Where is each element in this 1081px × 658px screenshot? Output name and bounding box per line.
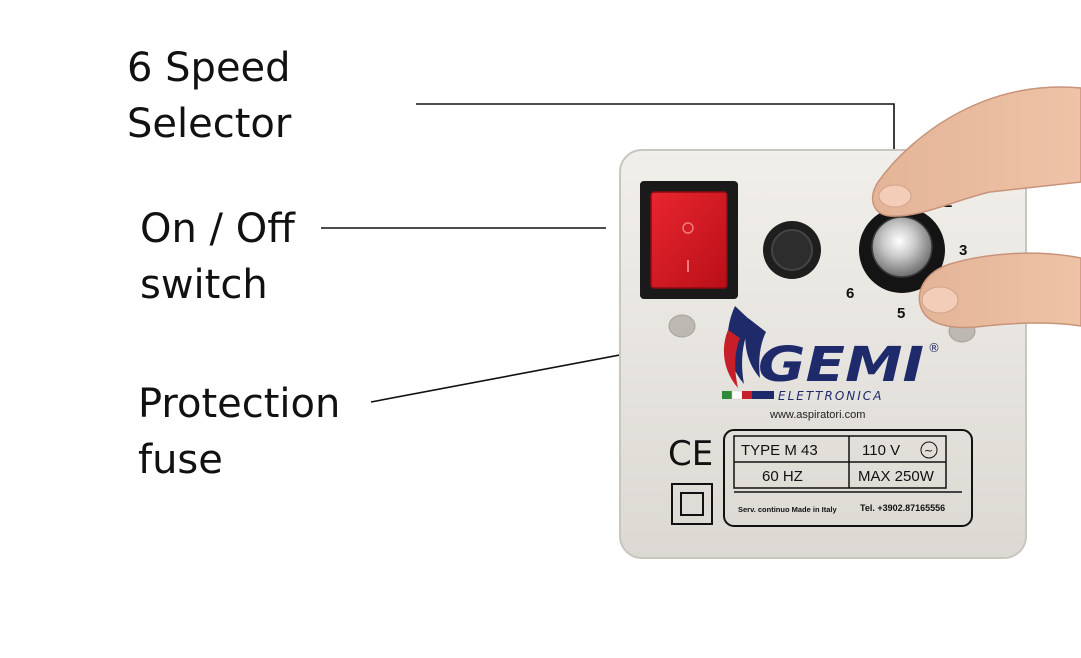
italy-flag-white <box>731 390 743 400</box>
hand-thumb <box>918 252 1081 329</box>
double-insulation-inner-icon <box>680 492 704 516</box>
protection-fuse-callout-line1: Protection <box>138 381 341 427</box>
spec-phone: Tel. +3902.87165556 <box>860 503 945 513</box>
spec-voltage: 110 V <box>862 442 900 459</box>
speed-selector-callout: 6 Speed Selector <box>127 40 291 152</box>
speed-selector-knob[interactable] <box>871 216 933 278</box>
italy-flag-red <box>742 391 752 399</box>
dial-mark-3: 3 <box>959 242 967 259</box>
brand-website: www.aspiratori.com <box>769 409 865 421</box>
on-off-rocker-switch[interactable] <box>650 191 728 289</box>
spec-frequency: 60 HZ <box>762 468 803 485</box>
index-fingernail <box>878 184 912 208</box>
double-insulation-outer-icon <box>671 483 713 525</box>
ac-symbol-icon <box>920 441 938 459</box>
italy-flag-green <box>722 391 732 399</box>
spec-plate: TYPE M 43 110 V ~ 60 HZ MAX 250W Serv. c… <box>723 429 973 527</box>
speed-selector-leader-line <box>416 103 895 158</box>
on-off-callout-line1: On / Off <box>140 206 295 252</box>
speed-selector-callout-line2: Selector <box>127 101 292 147</box>
logo-wing-icon <box>727 306 766 384</box>
spec-max-power: MAX 250W <box>858 468 935 485</box>
hand-index-finger <box>871 86 1081 217</box>
speed-selector-callout-line1: 6 Speed <box>127 45 291 91</box>
on-off-switch-callout: On / Off switch <box>140 201 295 313</box>
protection-fuse-callout-line2: fuse <box>138 437 223 483</box>
brand-subname: ELETTRONICA <box>778 389 883 403</box>
ac-symbol: ~ <box>924 444 933 457</box>
on-off-callout-line2: switch <box>140 262 268 308</box>
brand-name: GEMI <box>758 337 924 393</box>
ce-mark: CE <box>668 434 713 474</box>
mounting-hole-left <box>668 314 696 338</box>
dial-mark-5: 5 <box>897 305 905 322</box>
spec-service: Serv. continuo Made in Italy <box>738 505 837 514</box>
fuse-cap-ring <box>771 229 813 271</box>
thumb-nail <box>921 286 959 314</box>
logo-wing-red-icon <box>723 330 740 388</box>
switch-off-symbol <box>682 222 694 234</box>
gemi-logo: GEMI ® ELETTRONICA www.aspiratori.com <box>722 306 940 421</box>
protection-fuse-callout: Protection fuse <box>138 376 340 488</box>
dial-mark-6: 6 <box>846 285 854 302</box>
registered-mark: ® <box>928 341 940 355</box>
spec-type: TYPE M 43 <box>741 442 818 459</box>
logo-navy-bar <box>752 391 774 399</box>
